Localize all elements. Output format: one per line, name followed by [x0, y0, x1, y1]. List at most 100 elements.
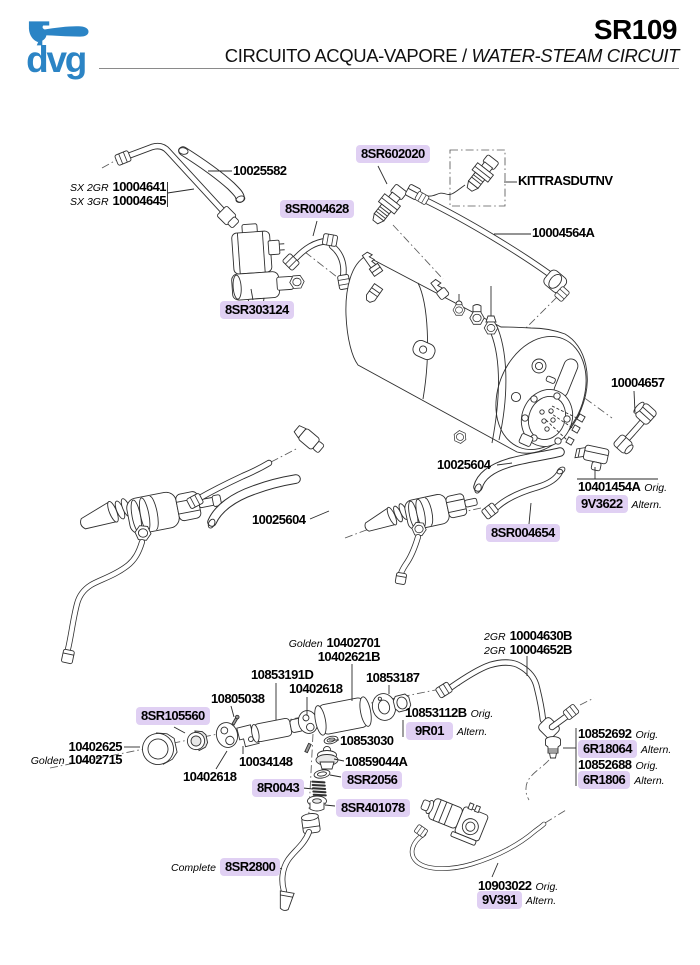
part-number: 10402715 — [68, 752, 123, 767]
subtitle-italian: CIRCUITO ACQUA-VAPORE / — [224, 45, 472, 66]
part-number-highlighted[interactable]: 8R0043 — [252, 779, 305, 797]
part-label-10805038: 10805038 — [211, 692, 265, 706]
part-washer-10402618-upper — [297, 710, 319, 734]
part-gland-10402625 — [142, 732, 178, 765]
part-number-highlighted[interactable]: 9R01 — [406, 722, 453, 740]
part-hose-10025604-left — [207, 474, 301, 529]
part-note: Altern. — [631, 498, 662, 511]
part-number: 10004641 — [112, 179, 167, 194]
part-number-highlighted[interactable]: 9V391 — [477, 891, 522, 909]
part-label-10402618-upper: 10402618 — [289, 681, 343, 696]
part-label-10025582: 10025582 — [233, 163, 287, 178]
part-number: 10853112B — [405, 705, 467, 720]
header-rule — [99, 68, 679, 69]
part-note: Orig. — [635, 760, 659, 772]
part-number: 10004652B — [509, 642, 573, 657]
part-pipe-8SR004654 — [480, 466, 566, 521]
page-subtitle: CIRCUITO ACQUA-VAPORE / WATER-STEAM CIRC… — [224, 45, 680, 67]
part-note: Orig. — [535, 881, 559, 893]
subtitle-english: WATER-STEAM CIRCUIT — [471, 45, 679, 66]
part-variant: 2GR — [484, 631, 506, 643]
boiler-top-fittings — [361, 251, 499, 335]
part-number: 10859044A — [345, 754, 408, 769]
part-number: 10025582 — [233, 163, 287, 178]
part-spring-8R0043 — [311, 780, 327, 797]
part-note: Orig. — [470, 708, 494, 720]
part-number-highlighted[interactable]: 8SR2800 — [219, 858, 281, 876]
part-variant: 2GR — [484, 645, 506, 657]
part-label-8SR303124: 8SR303124 — [220, 301, 294, 319]
part-label-KITTRASDUTNV: KITTRASDUTNV — [518, 174, 613, 188]
part-number: 10852692 — [578, 726, 632, 741]
part-label-8SR105560: 8SR105560 — [136, 707, 210, 725]
part-number-highlighted[interactable]: 8SR004628 — [280, 200, 354, 218]
part-label-10402621B: 10402621B — [317, 649, 381, 664]
part-label-10034148: 10034148 — [239, 754, 293, 769]
part-number: 10402621B — [317, 649, 381, 664]
part-label-8SR401078: 8SR401078 — [336, 799, 410, 817]
part-solenoid-9V391-group — [409, 798, 547, 871]
part-elbow-10004657 — [613, 401, 657, 455]
part-number-highlighted[interactable]: 9V3622 — [576, 495, 628, 513]
part-number-highlighted[interactable]: 8SR004654 — [486, 524, 560, 542]
part-number: 10034148 — [239, 754, 293, 769]
part-number-highlighted[interactable]: 8SR401078 — [336, 799, 410, 817]
part-washer-10402618-lower — [215, 722, 239, 748]
part-label-8SR602020: 8SR602020 — [356, 145, 430, 163]
part-number: 10004645 — [112, 193, 167, 208]
part-label-10004564A: 10004564A — [532, 225, 595, 240]
part-bush-8SR401078 — [307, 795, 327, 812]
part-number-highlighted[interactable]: 8SR602020 — [356, 145, 430, 163]
part-number: 10402701 — [326, 635, 381, 650]
part-bracket-10034148 — [236, 724, 260, 748]
assembly-anti-vacuum — [142, 693, 412, 911]
part-label-10402625: 10402625 — [69, 740, 123, 754]
part-number: 10004657 — [611, 375, 665, 390]
part-variant: Golden — [30, 755, 65, 767]
part-variant: Golden — [288, 638, 323, 650]
part-label-10025604-right: 10025604 — [437, 457, 491, 472]
part-number-highlighted[interactable]: 8SR2056 — [342, 771, 403, 789]
part-number: 10025604 — [437, 457, 491, 472]
part-number-highlighted[interactable]: 8SR303124 — [220, 301, 294, 319]
part-number: KITTRASDUTNV — [518, 173, 613, 188]
part-number: 10853191D — [251, 667, 314, 682]
part-label-10853187: 10853187 — [366, 671, 420, 685]
part-number-highlighted[interactable]: 6R18064 — [578, 740, 637, 758]
part-note: Altern. — [456, 725, 488, 738]
part-oring-8SR2056 — [313, 769, 331, 779]
part-note: Altern. — [634, 774, 665, 787]
part-number-highlighted[interactable]: 6R1806 — [578, 771, 631, 789]
part-number: 10402618 — [289, 681, 343, 696]
part-number: 10025604 — [252, 512, 306, 527]
part-nut-8SR105560 — [186, 730, 209, 752]
part-fitting-6R18064 — [545, 736, 561, 759]
document-code: SR109 — [593, 14, 678, 45]
part-pipe-10004630B — [434, 659, 580, 739]
part-elbow-9V3622 — [574, 444, 610, 472]
part-elbow-left — [293, 425, 325, 453]
part-valve-10859044A — [315, 745, 339, 770]
part-hose-10025604-right — [473, 447, 565, 494]
part-number: 10402618 — [183, 769, 237, 784]
part-number: 10004564A — [532, 225, 595, 240]
part-body-10853191D — [251, 717, 308, 743]
part-number-highlighted[interactable]: 8SR105560 — [136, 707, 210, 725]
part-number: 10852688 — [578, 757, 632, 772]
leader-lines — [124, 165, 658, 878]
part-number: 10853030 — [340, 733, 394, 748]
part-number: 10004630B — [509, 628, 573, 643]
part-variant: SX 3GR — [70, 196, 109, 208]
